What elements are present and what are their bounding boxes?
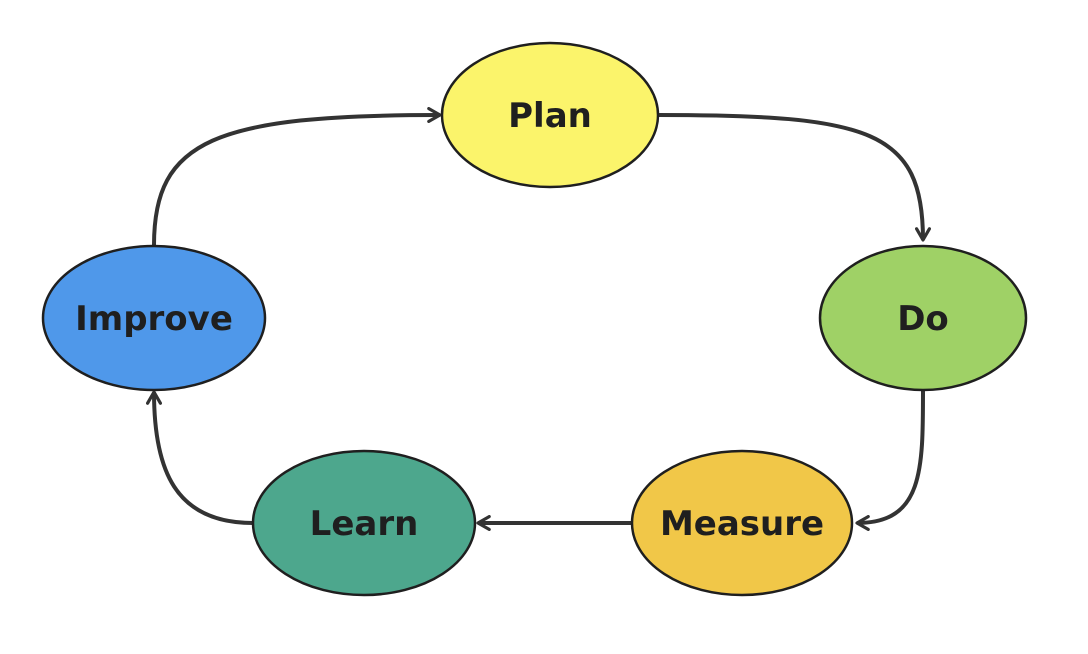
edge-do-to-measure: [855, 389, 925, 531]
edge-learn-to-improve: [146, 390, 254, 525]
node-learn-label: Learn: [310, 504, 419, 544]
node-measure-ellipse: [630, 449, 854, 597]
edge-plan-to-do: [657, 113, 931, 242]
node-do-ellipse: [818, 244, 1028, 392]
node-measure: Measure: [630, 449, 854, 597]
edge-improve-to-plan: [152, 107, 442, 246]
node-improve-label: Improve: [75, 299, 233, 339]
node-plan-ellipse: [440, 41, 660, 189]
node-plan-label: Plan: [508, 96, 592, 136]
node-do: Do: [818, 244, 1028, 392]
edges: [146, 107, 931, 531]
node-do-label: Do: [897, 299, 949, 339]
node-plan: Plan: [440, 41, 660, 189]
node-measure-label: Measure: [660, 504, 824, 544]
node-learn-ellipse: [251, 449, 477, 597]
node-improve-ellipse: [41, 244, 267, 392]
node-improve: Improve: [41, 244, 267, 392]
node-learn: Learn: [251, 449, 477, 597]
